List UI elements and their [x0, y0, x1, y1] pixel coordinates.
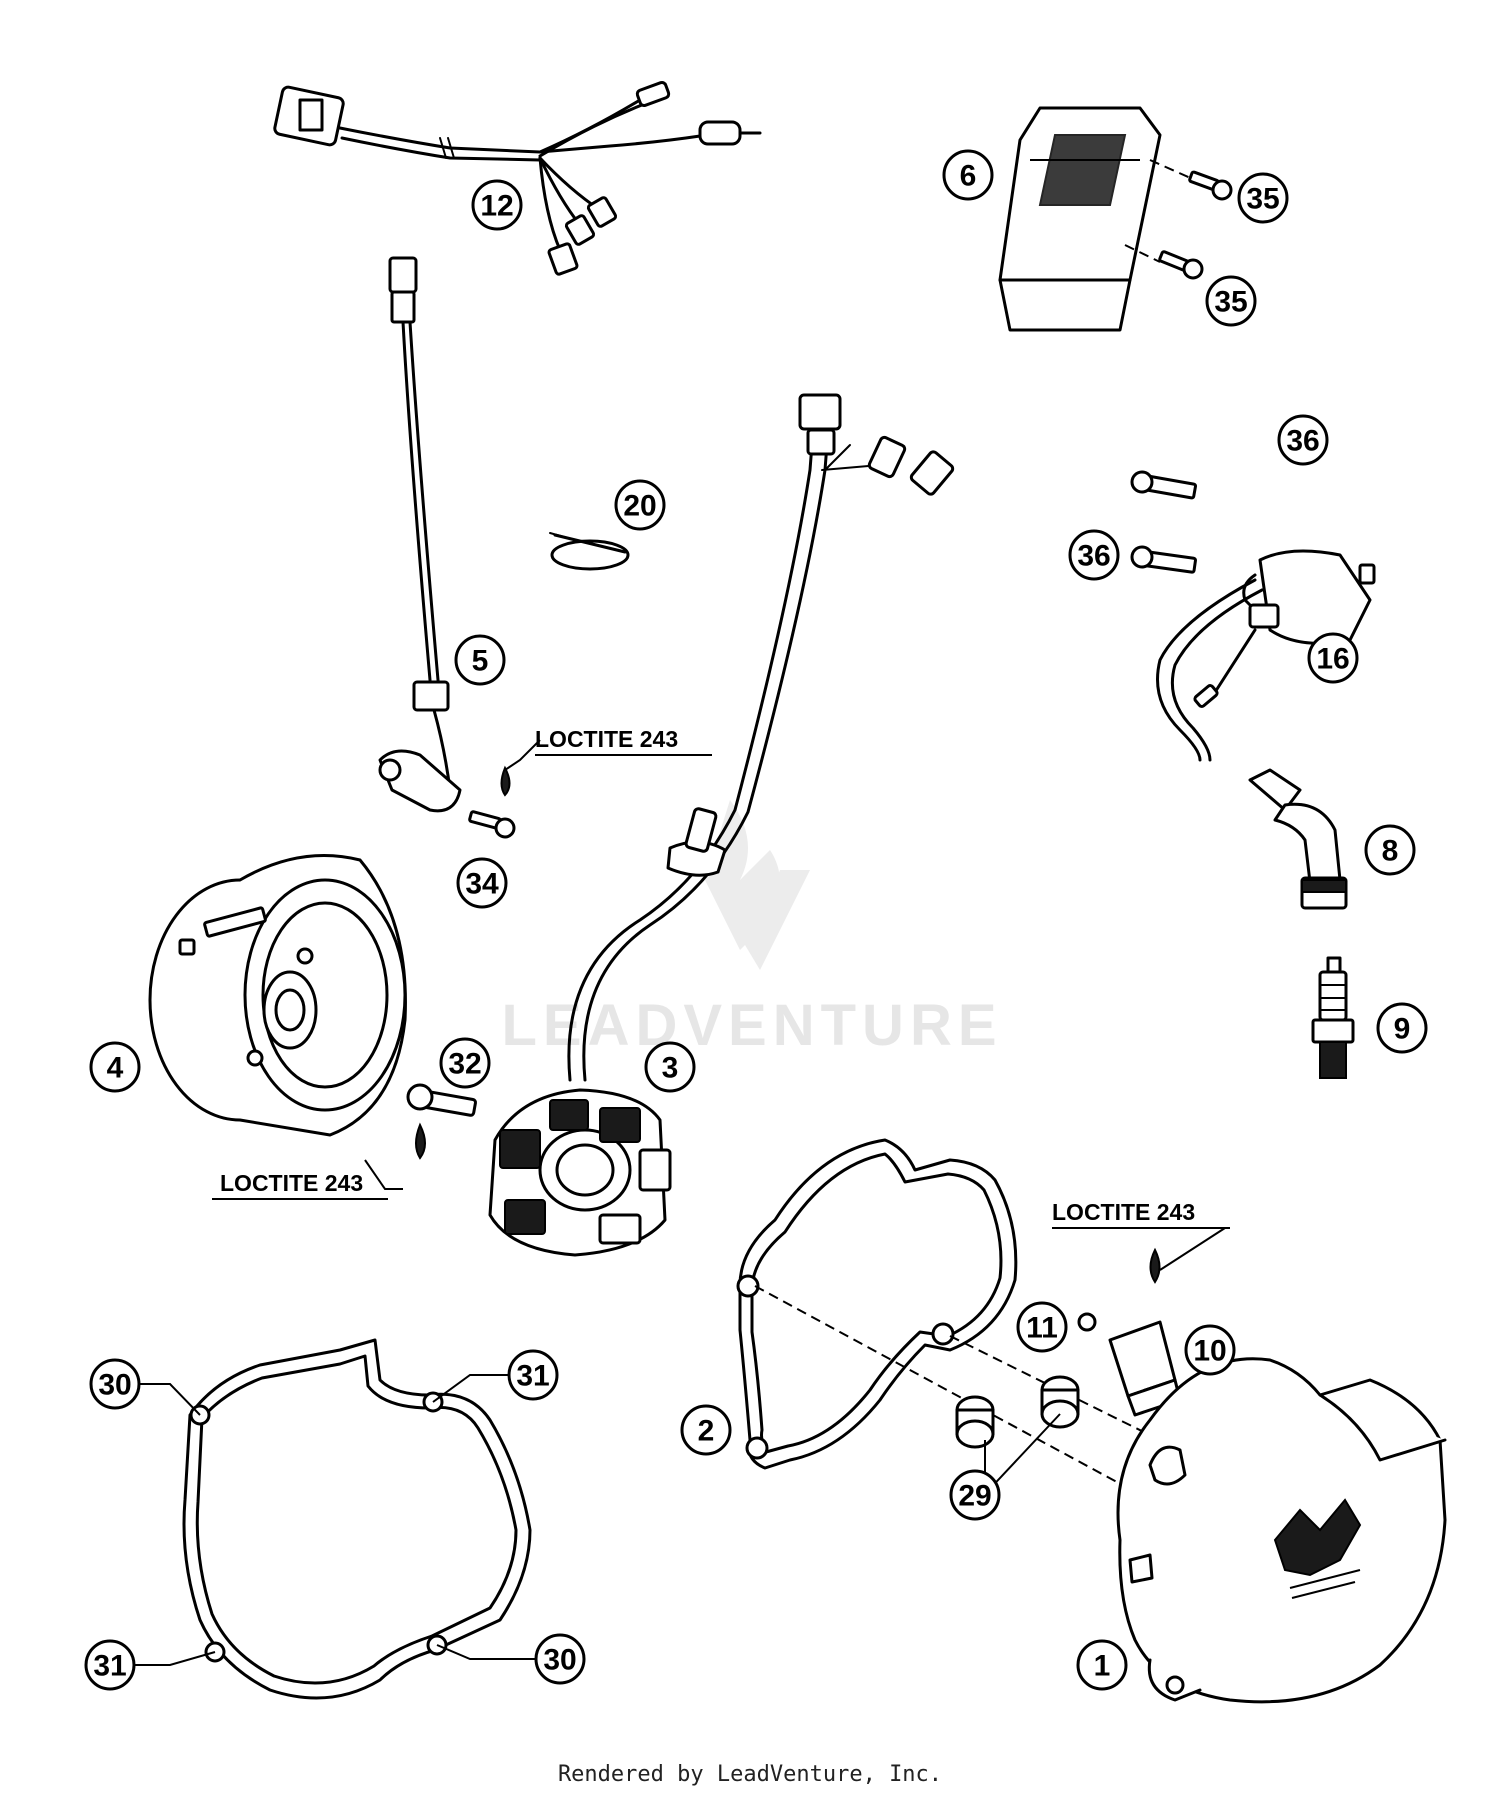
svg-text:31: 31 — [516, 1360, 549, 1393]
callout-5: 5 — [454, 634, 506, 686]
callout-32: 32 — [439, 1037, 491, 1089]
flywheel — [148, 854, 407, 1137]
svg-text:1: 1 — [1094, 1650, 1111, 1683]
svg-text:10: 10 — [1193, 1335, 1226, 1368]
flat-gasket — [182, 1338, 532, 1700]
callout-20: 20 — [614, 479, 666, 531]
callout-35: 35 — [1205, 275, 1257, 327]
pickup-sensor — [378, 256, 462, 813]
callout-11: 11 — [1016, 1301, 1068, 1353]
screw-34 — [468, 765, 516, 839]
brand-logo — [1273, 1498, 1362, 1599]
svg-text:35: 35 — [1214, 286, 1247, 319]
callout-29: 29 — [949, 1469, 1001, 1521]
watermark-logo — [700, 800, 810, 970]
callout-34: 34 — [456, 857, 508, 909]
svg-text:6: 6 — [960, 160, 977, 193]
svg-text:8: 8 — [1382, 835, 1399, 868]
svg-text:9: 9 — [1394, 1013, 1411, 1046]
cdi-bolts — [1124, 159, 1233, 280]
cover-gasket — [736, 1138, 1018, 1470]
svg-text:36: 36 — [1286, 425, 1319, 458]
callout-36: 36 — [1068, 529, 1120, 581]
callout-31: 31 — [507, 1349, 559, 1401]
svg-text:11: 11 — [1026, 1312, 1058, 1345]
svg-text:30: 30 — [543, 1644, 576, 1677]
callout-36: 36 — [1277, 414, 1329, 466]
ignition-coil — [1156, 549, 1376, 762]
svg-text:34: 34 — [465, 868, 499, 901]
callout-2: 2 — [680, 1404, 732, 1456]
svg-text:12: 12 — [480, 190, 513, 223]
callout-30: 30 — [534, 1633, 586, 1685]
spark-plug — [1311, 956, 1355, 1079]
callout-12: 12 — [471, 179, 523, 231]
coil-bolts — [1130, 470, 1198, 574]
svg-text:16: 16 — [1316, 643, 1349, 676]
callout-31: 31 — [84, 1639, 136, 1691]
callout-10: 10 — [1184, 1324, 1236, 1376]
callout-4: 4 — [89, 1041, 141, 1093]
svg-text:36: 36 — [1077, 540, 1110, 573]
callout-9: 9 — [1376, 1002, 1428, 1054]
svg-text:5: 5 — [472, 645, 489, 678]
callout-6: 6 — [942, 149, 994, 201]
wiring-harness — [273, 80, 762, 276]
callout-3: 3 — [644, 1041, 696, 1093]
svg-text:31: 31 — [93, 1650, 126, 1683]
svg-text:20: 20 — [623, 490, 656, 523]
callout-30: 30 — [89, 1358, 141, 1410]
callout-16: 16 — [1307, 632, 1359, 684]
callout-8: 8 — [1364, 824, 1416, 876]
loctite-label: LOCTITE 243 — [220, 1170, 363, 1196]
callout-35: 35 — [1237, 172, 1289, 224]
dowel-sleeves — [955, 1375, 1080, 1449]
loctite-label: LOCTITE 243 — [1052, 1199, 1195, 1225]
svg-text:29: 29 — [958, 1480, 991, 1513]
callout-1: 1 — [1076, 1639, 1128, 1691]
screw-32 — [406, 1083, 477, 1160]
loctite-label: LOCTITE 243 — [535, 726, 678, 752]
svg-text:3: 3 — [662, 1052, 679, 1085]
svg-text:4: 4 — [107, 1052, 124, 1085]
svg-text:32: 32 — [448, 1048, 481, 1081]
svg-text:35: 35 — [1246, 183, 1279, 216]
footer-credit: Rendered by LeadVenture, Inc. — [557, 1762, 943, 1787]
cable-tie — [549, 532, 630, 571]
spark-plug-connector — [1248, 768, 1348, 910]
svg-text:30: 30 — [98, 1369, 131, 1402]
stator — [488, 393, 955, 1257]
cdi-unit — [998, 106, 1162, 332]
alignment-line — [754, 1285, 1151, 1501]
ignition-cover — [1116, 1357, 1447, 1704]
nut-and-plate — [1077, 1247, 1182, 1417]
svg-text:2: 2 — [698, 1415, 715, 1448]
